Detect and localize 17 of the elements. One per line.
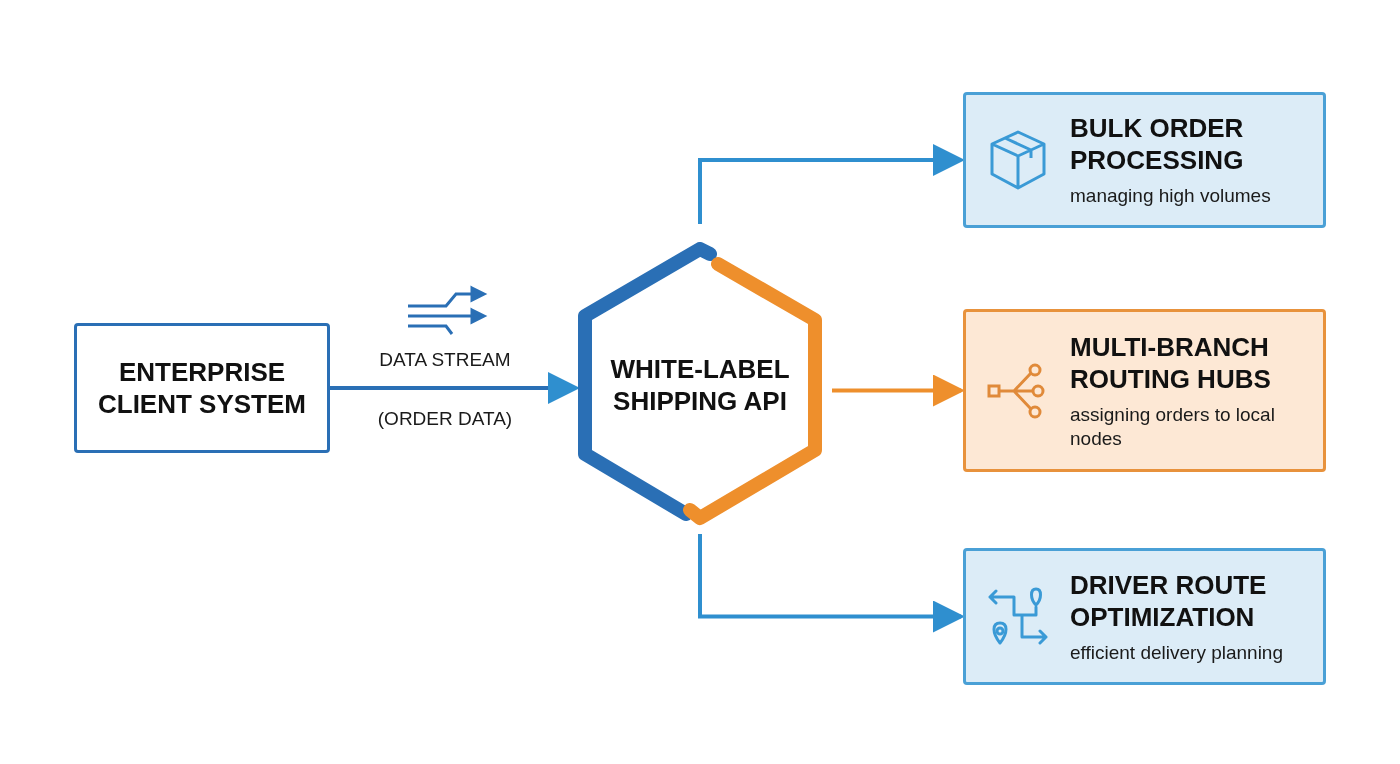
card-title: MULTI-BRANCH ROUTING HUBS [1070,330,1272,395]
card-description: efficient delivery planning [1070,640,1284,665]
feature-card [963,309,1326,472]
hexagon-title: WHITE-LABEL SHIPPING API [609,353,791,417]
arrow [698,534,965,633]
card-title: DRIVER ROUTE OPTIMIZATION [1070,568,1268,633]
arrow [698,144,965,224]
card-description: managing high volumes [1070,184,1272,208]
process-box [74,323,330,453]
card-title: BULK ORDER PROCESSING [1070,112,1245,176]
feature-card [963,548,1326,685]
edge-note: (ORDER DATA) [376,407,514,431]
arrow [832,374,965,407]
box-title: ENTERPRISE CLIENT SYSTEM [97,356,307,420]
card-description: assigning orders to local nodes [1070,402,1276,451]
feature-card [963,92,1326,228]
arrow [330,372,580,404]
